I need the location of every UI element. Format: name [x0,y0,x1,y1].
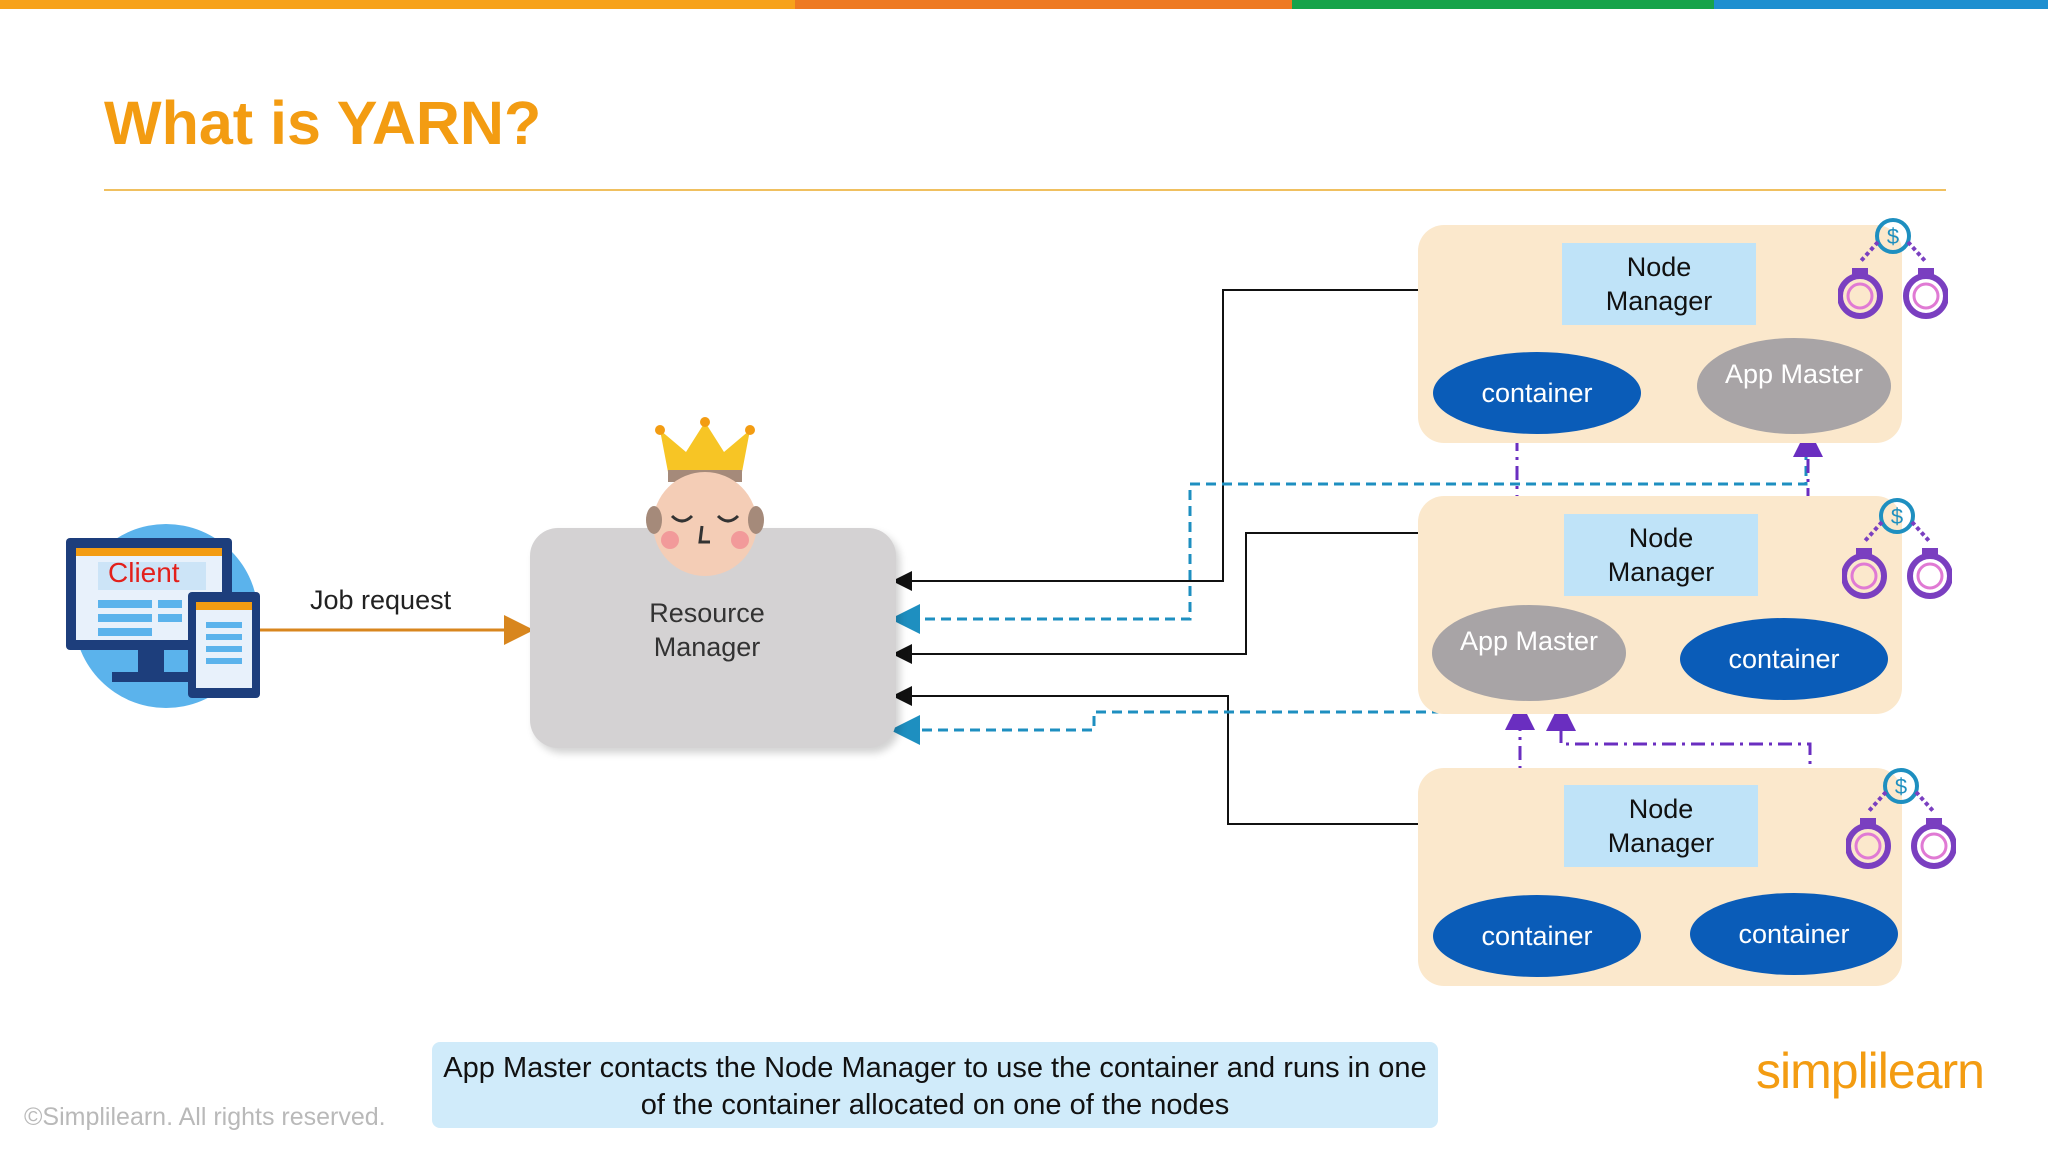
simplilearn-logo: simplilearn [1756,1042,1985,1100]
king-crown-icon [646,417,764,576]
container-node3-left: container [1433,895,1641,977]
money-resource-icon: $ [1846,768,1956,869]
app-master-node2: App Master [1432,605,1626,701]
top-stripe-orange [0,0,795,9]
container-node1: container [1433,352,1641,434]
money-resource-icon: $ [1842,498,1952,599]
copyright-text: ©Simplilearn. All rights reserved. [24,1103,386,1131]
money-resource-icon: $ [1838,218,1948,319]
node-manager-2: Node Manager [1564,514,1758,596]
title-divider [104,189,1946,191]
top-stripe-dark-orange [795,0,1292,9]
svg-text:$: $ [1895,774,1907,799]
client-computer-icon: Client [66,524,260,708]
top-stripe-blue [1714,0,2048,9]
node-manager-1: Node Manager [1562,243,1756,325]
container-node3-right: container [1690,893,1898,975]
top-stripe-green [1292,0,1714,9]
node-manager-3: Node Manager [1564,785,1758,867]
page-title: What is YARN? [104,89,542,157]
svg-text:$: $ [1891,504,1903,529]
am2-to-rm-dashed [890,710,1522,745]
resource-manager-label: Resource Manager [649,598,765,662]
container-node2: container [1680,618,1888,700]
job-request-label: Job request [310,585,452,615]
logo-text: simplilearn [1756,1043,1985,1099]
caption-box: App Master contacts the Node Manager to … [432,1042,1438,1128]
svg-text:$: $ [1887,224,1899,249]
app-master-node1: App Master [1697,338,1891,434]
client-label: Client [108,557,180,588]
